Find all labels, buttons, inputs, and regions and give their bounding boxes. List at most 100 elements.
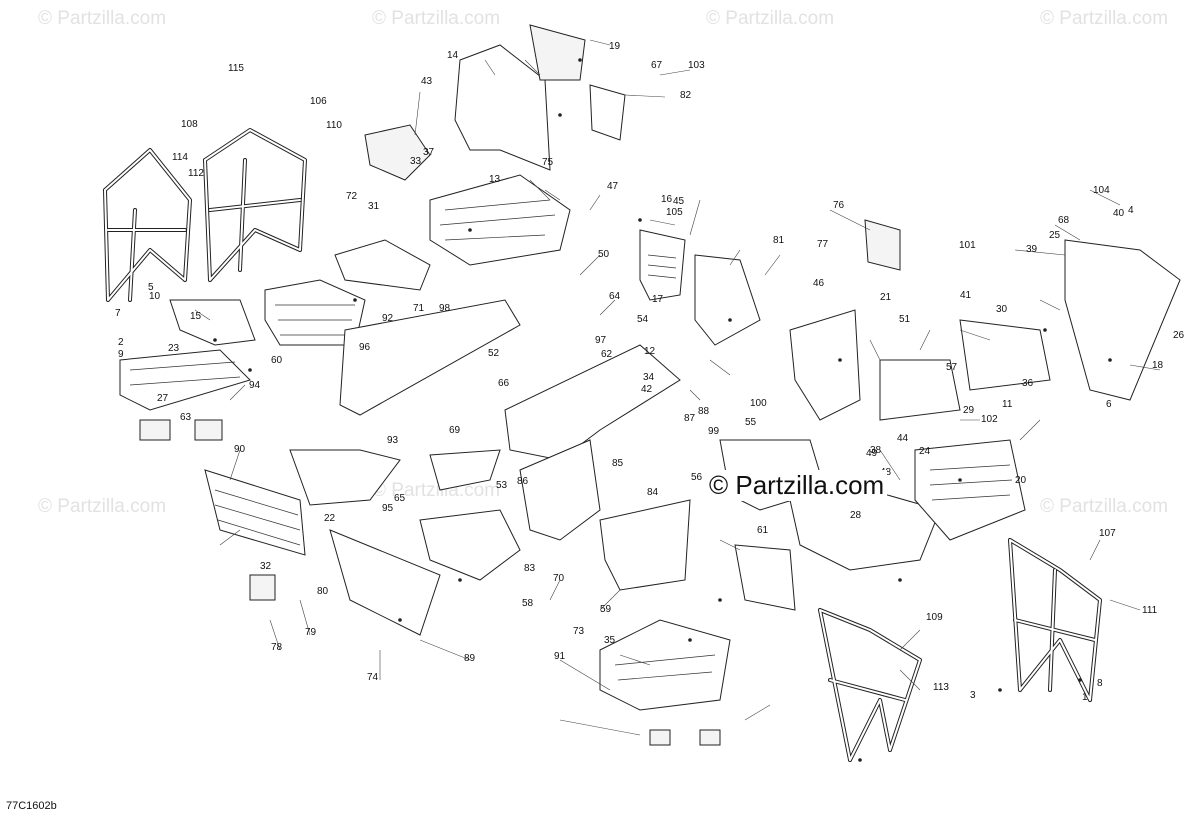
callout-103: 103 — [688, 60, 705, 71]
callout-20: 20 — [1015, 475, 1027, 486]
callout-112: 112 — [188, 168, 204, 179]
callout-51: 51 — [899, 314, 911, 325]
callout-102: 102 — [981, 414, 998, 425]
callout-113: 113 — [933, 682, 949, 693]
callout-2: 2 — [118, 337, 124, 348]
callout-69: 69 — [449, 425, 461, 436]
callout-114: 114 — [172, 152, 188, 163]
callout-68: 68 — [1058, 215, 1070, 226]
callout-84: 84 — [647, 487, 659, 498]
callout-8: 8 — [1097, 678, 1103, 689]
figure-code: 77C1602b — [6, 800, 57, 812]
callout-labels: 1234567891011121314151617181920212223242… — [115, 41, 1185, 703]
callout-55: 55 — [745, 417, 757, 428]
callout-53: 53 — [496, 480, 508, 491]
callout-9: 9 — [118, 349, 124, 360]
callout-110: 110 — [326, 120, 342, 131]
callout-59: 59 — [600, 604, 612, 615]
callout-5: 5 — [148, 282, 154, 293]
callout-30: 30 — [996, 304, 1008, 315]
callout-18: 18 — [1152, 360, 1164, 371]
callout-1: 1 — [1082, 692, 1088, 703]
callout-79: 79 — [305, 627, 317, 638]
callout-106: 106 — [310, 96, 327, 107]
watermark: © Partzilla.com — [38, 496, 167, 517]
callout-50: 50 — [598, 249, 610, 260]
callout-47: 47 — [607, 181, 619, 192]
callout-54: 54 — [637, 314, 649, 325]
callout-87: 87 — [684, 413, 696, 424]
callout-17: 17 — [652, 294, 664, 305]
fasteners — [213, 58, 1112, 762]
callout-62: 62 — [601, 349, 613, 360]
callout-11: 11 — [1002, 399, 1013, 410]
leader-lines — [194, 39, 1161, 736]
callout-77: 77 — [817, 239, 829, 250]
watermark: © Partzilla.com — [706, 8, 835, 29]
callout-76: 76 — [833, 200, 845, 211]
callout-93: 93 — [387, 435, 399, 446]
callout-107: 107 — [1099, 528, 1116, 539]
callout-29: 29 — [963, 405, 975, 416]
callout-15: 15 — [190, 311, 202, 322]
callout-35: 35 — [604, 635, 616, 646]
callout-109: 109 — [926, 612, 943, 623]
callout-56: 56 — [691, 472, 703, 483]
callout-74: 74 — [367, 672, 379, 683]
callout-71: 71 — [413, 303, 425, 314]
callout-86: 86 — [517, 476, 529, 487]
callout-52: 52 — [488, 348, 500, 359]
callout-61: 61 — [757, 525, 769, 536]
callout-105: 105 — [666, 207, 683, 218]
callout-33: 33 — [410, 156, 422, 167]
callout-83: 83 — [524, 563, 536, 574]
callout-65: 65 — [394, 493, 406, 504]
callout-27: 27 — [157, 393, 169, 404]
callout-44: 44 — [897, 433, 909, 444]
callout-10: 10 — [149, 291, 161, 302]
callout-80: 80 — [317, 586, 329, 597]
callout-115: 115 — [228, 63, 244, 74]
callout-32: 32 — [260, 561, 272, 572]
callout-16: 16 — [661, 194, 673, 205]
watermark: © Partzilla.com — [372, 480, 501, 501]
callout-34: 34 — [643, 372, 655, 383]
callout-26: 26 — [1173, 330, 1185, 341]
callout-111: 111 — [1142, 605, 1158, 616]
callout-41: 41 — [960, 290, 972, 301]
callout-45: 45 — [673, 196, 685, 207]
callout-21: 21 — [880, 292, 892, 303]
callout-73: 73 — [573, 626, 585, 637]
callout-101: 101 — [959, 240, 976, 251]
callout-88: 88 — [698, 406, 710, 417]
callout-97: 97 — [595, 335, 607, 346]
callout-100: 100 — [750, 398, 767, 409]
callout-23: 23 — [168, 343, 180, 354]
callout-57: 57 — [946, 362, 958, 373]
callout-31: 31 — [368, 201, 380, 212]
callout-19: 19 — [609, 41, 621, 52]
callout-104: 104 — [1093, 185, 1110, 196]
callout-90: 90 — [234, 444, 246, 455]
callout-3: 3 — [970, 690, 976, 701]
watermark: © Partzilla.com — [38, 8, 167, 29]
callout-78: 78 — [271, 642, 283, 653]
callout-70: 70 — [553, 573, 565, 584]
callout-43: 43 — [421, 76, 433, 87]
callout-6: 6 — [1106, 399, 1112, 410]
callout-14: 14 — [447, 50, 459, 61]
callout-96: 96 — [359, 342, 371, 353]
watermark: © Partzilla.com — [1040, 496, 1169, 517]
callout-98: 98 — [439, 303, 451, 314]
callout-4: 4 — [1128, 205, 1134, 216]
callout-89: 89 — [464, 653, 476, 664]
callout-49: 49 — [866, 448, 878, 459]
callout-22: 22 — [324, 513, 336, 524]
callout-72: 72 — [346, 191, 358, 202]
callout-99: 99 — [708, 426, 720, 437]
callout-42: 42 — [641, 384, 653, 395]
callout-64: 64 — [609, 291, 621, 302]
callout-46: 46 — [813, 278, 825, 289]
